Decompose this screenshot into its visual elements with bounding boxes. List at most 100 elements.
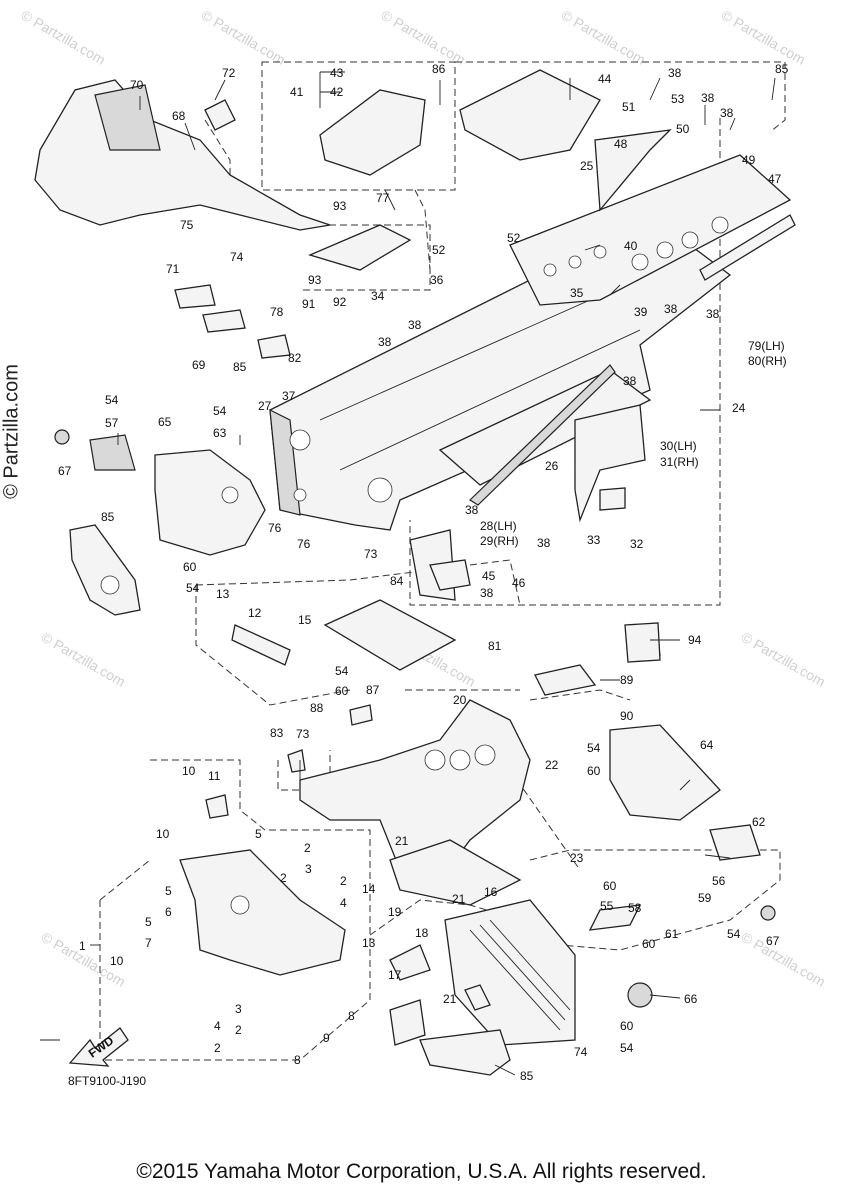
callout-85: 85 <box>233 360 247 374</box>
heat-exchanger <box>389 899 576 1046</box>
callout-5: 5 <box>255 827 262 841</box>
running-board <box>438 364 652 506</box>
callout-79: 79(LH) <box>748 339 785 353</box>
copyright-notice: ©2015 Yamaha Motor Corporation, U.S.A. A… <box>136 1160 707 1183</box>
callout-82: 82 <box>288 351 302 365</box>
callout-72: 72 <box>222 66 236 80</box>
callout-1: 1 <box>79 939 86 953</box>
callout-38: 38 <box>668 66 682 80</box>
callout-27: 27 <box>258 399 272 413</box>
callout-90: 90 <box>620 709 634 723</box>
callout-86: 86 <box>432 62 446 76</box>
steering-bracket <box>89 434 266 556</box>
callout-93: 93 <box>308 273 322 287</box>
callout-67: 67 <box>766 934 780 948</box>
callout-21: 21 <box>443 992 457 1006</box>
callout-6: 6 <box>165 905 172 919</box>
callout-21: 21 <box>395 834 409 848</box>
callout-92: 92 <box>333 295 347 309</box>
callout-61: 61 <box>665 927 679 941</box>
lower-parts <box>54 429 776 1076</box>
callout-labels: 1 2 2 2 2 2 3 3 4 4 5 5 5 6 7 8 8 9 10 1… <box>58 62 789 1083</box>
callout-89: 89 <box>620 673 634 687</box>
callout-57: 57 <box>105 416 119 430</box>
small-brackets <box>205 334 661 819</box>
callout-66: 66 <box>684 992 698 1006</box>
callout-55: 55 <box>600 899 614 913</box>
svg-text:© Partzilla.com: © Partzilla.com <box>739 929 829 990</box>
callout-2: 2 <box>304 841 311 855</box>
top-plates <box>308 69 672 271</box>
rear-frame <box>509 154 796 306</box>
callout-35: 35 <box>570 286 584 300</box>
callout-76: 76 <box>297 537 311 551</box>
callout-68: 68 <box>172 109 186 123</box>
callout-26: 26 <box>545 459 559 473</box>
callout-10: 10 <box>182 764 196 778</box>
callout-59: 59 <box>698 891 712 905</box>
svg-text:© Partzilla.com: © Partzilla.com <box>199 7 289 68</box>
callout-87: 87 <box>366 683 380 697</box>
callout-3: 3 <box>235 1002 242 1016</box>
callout-2: 2 <box>340 874 347 888</box>
callout-20: 20 <box>453 693 467 707</box>
callout-65: 65 <box>158 415 172 429</box>
callout-53: 53 <box>671 92 685 106</box>
callout-38: 38 <box>378 335 392 349</box>
callout-22: 22 <box>545 758 559 772</box>
callout-67: 67 <box>58 464 72 478</box>
callout-23: 23 <box>570 851 584 865</box>
callout-38: 38 <box>480 586 494 600</box>
callout-2: 2 <box>214 1041 221 1055</box>
callout-43: 43 <box>330 66 344 80</box>
callout-29: 29(RH) <box>480 534 519 548</box>
callout-54: 54 <box>620 1041 634 1055</box>
callout-5: 5 <box>165 884 172 898</box>
callout-10: 10 <box>156 827 170 841</box>
callout-60: 60 <box>183 560 197 574</box>
callout-46: 46 <box>512 576 526 590</box>
svg-text:© Partzilla.com: © Partzilla.com <box>39 629 129 690</box>
side-watermark: © Partzilla.com <box>0 364 23 499</box>
callout-54: 54 <box>186 581 200 595</box>
callout-49: 49 <box>742 153 756 167</box>
callout-38: 38 <box>623 374 637 388</box>
callout-15: 15 <box>298 613 312 627</box>
callout-56: 56 <box>712 874 726 888</box>
callout-11: 11 <box>208 769 221 783</box>
callout-25: 25 <box>580 159 594 173</box>
callout-40: 40 <box>624 239 638 253</box>
callout-58: 58 <box>628 901 642 915</box>
callout-60: 60 <box>603 879 617 893</box>
callout-36: 36 <box>430 273 444 287</box>
callout-93: 93 <box>333 199 347 213</box>
callout-38: 38 <box>701 91 715 105</box>
callout-64: 64 <box>700 738 714 752</box>
callout-60: 60 <box>620 1019 634 1033</box>
svg-text:© Partzilla.com: © Partzilla.com <box>19 7 109 68</box>
callout-62: 62 <box>752 815 766 829</box>
callout-69: 69 <box>192 358 206 372</box>
callout-13: 13 <box>216 587 230 601</box>
callout-52: 52 <box>507 231 521 245</box>
callout-94: 94 <box>688 633 702 647</box>
callout-38: 38 <box>664 302 678 316</box>
callout-73: 73 <box>364 547 378 561</box>
callout-54: 54 <box>335 664 349 678</box>
callout-4: 4 <box>340 896 347 910</box>
callout-88: 88 <box>310 701 324 715</box>
callout-4: 4 <box>214 1019 221 1033</box>
callout-47: 47 <box>768 172 782 186</box>
callout-21: 21 <box>452 892 466 906</box>
callout-60: 60 <box>587 764 601 778</box>
callout-54: 54 <box>727 927 741 941</box>
callout-74: 74 <box>230 250 244 264</box>
svg-text:© Partzilla.com: © Partzilla.com <box>739 629 829 690</box>
callout-31: 31(RH) <box>660 455 699 469</box>
callout-19: 19 <box>388 905 402 919</box>
callout-83: 83 <box>270 726 284 740</box>
callout-60: 60 <box>642 937 656 951</box>
callout-54: 54 <box>587 741 601 755</box>
callout-51: 51 <box>622 100 636 114</box>
